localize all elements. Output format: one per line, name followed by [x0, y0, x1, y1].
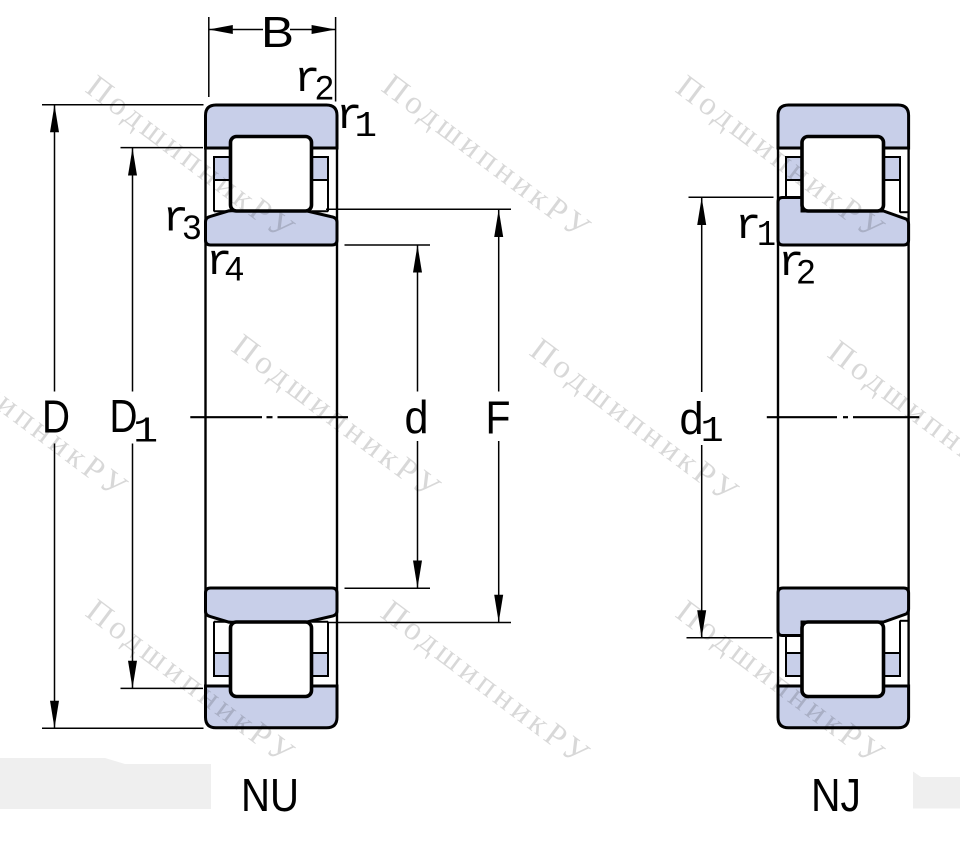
svg-text:r: r [206, 238, 232, 288]
svg-text:4: 4 [225, 251, 244, 289]
svg-text:r: r [778, 239, 804, 289]
svg-text:2: 2 [797, 254, 816, 292]
svg-text:d: d [405, 391, 429, 443]
svg-text:1: 1 [355, 106, 378, 147]
svg-text:1: 1 [757, 215, 776, 256]
svg-text:r: r [735, 202, 761, 252]
svg-text:r: r [294, 55, 320, 105]
svg-text:1: 1 [133, 412, 158, 453]
svg-text:F: F [486, 392, 511, 444]
svg-text:NU: NU [241, 769, 299, 821]
svg-text:D: D [42, 391, 70, 443]
svg-text:3: 3 [183, 209, 202, 247]
svg-text:ПодшипникРУ: ПодшипникРУ [821, 334, 960, 515]
svg-text:B: B [261, 8, 294, 57]
svg-text:NJ: NJ [811, 769, 861, 821]
svg-text:ПодшипникРУ: ПодшипникРУ [374, 594, 598, 775]
svg-text:2: 2 [315, 70, 334, 108]
svg-text:ПодшипникРУ: ПодшипникРУ [375, 68, 599, 249]
svg-text:r: r [336, 92, 362, 142]
svg-text:D: D [110, 390, 138, 442]
svg-text:d: d [680, 393, 704, 444]
svg-text:1: 1 [701, 411, 724, 452]
svg-text:r: r [163, 195, 189, 245]
